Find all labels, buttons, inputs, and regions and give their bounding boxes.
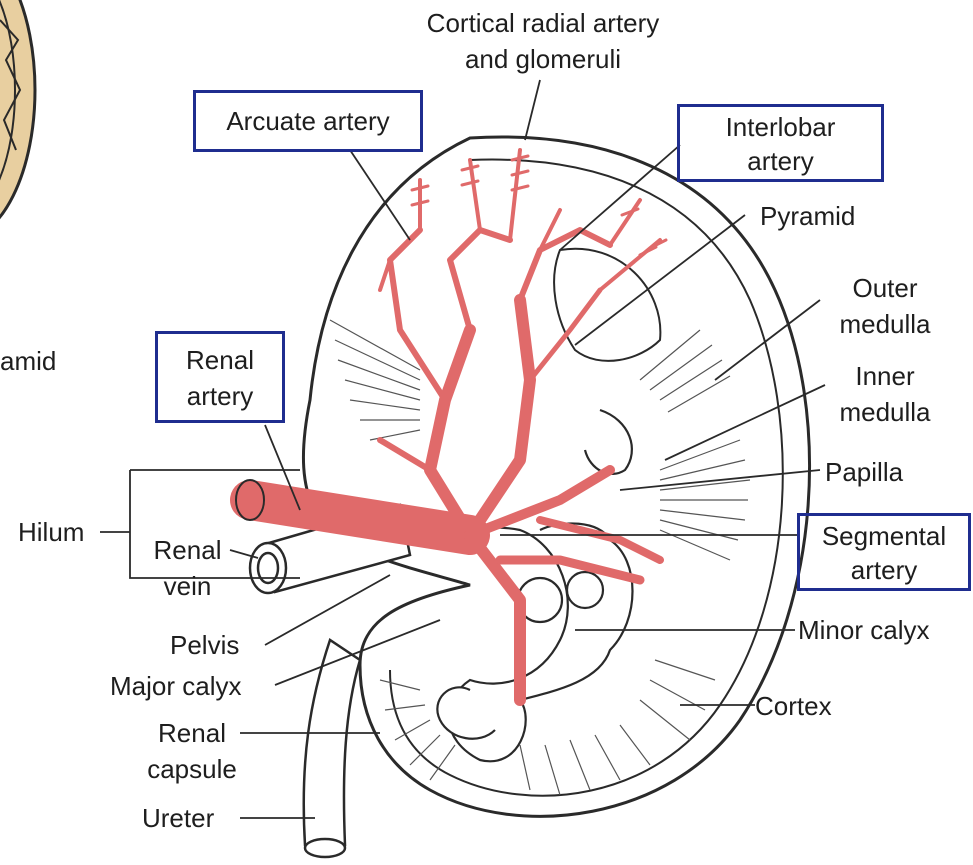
label-pyramid-partial: amid bbox=[0, 343, 56, 379]
label-major-calyx: Major calyx bbox=[110, 668, 241, 704]
label-cortical-radial-artery: Cortical radial artery and glomeruli bbox=[393, 5, 693, 77]
seal-partial bbox=[0, 0, 35, 240]
label-pelvis: Pelvis bbox=[170, 627, 239, 663]
label-segmental-artery: Segmental artery bbox=[797, 513, 971, 591]
label-cortex: Cortex bbox=[755, 688, 832, 724]
label-arcuate-artery: Arcuate artery bbox=[193, 90, 423, 152]
label-outer-medulla: Outer medulla bbox=[820, 270, 950, 342]
label-renal-capsule: Renal capsule bbox=[132, 715, 252, 787]
label-pyramid: Pyramid bbox=[760, 198, 855, 234]
label-renal-artery: Renal artery bbox=[155, 331, 285, 423]
label-inner-medulla: Inner medulla bbox=[820, 358, 950, 430]
label-ureter: Ureter bbox=[142, 800, 214, 836]
label-renal-vein: Renal vein bbox=[140, 532, 235, 604]
ureter-tube bbox=[304, 640, 360, 857]
label-hilum: Hilum bbox=[18, 514, 84, 550]
label-minor-calyx: Minor calyx bbox=[798, 612, 929, 648]
label-papilla: Papilla bbox=[825, 454, 903, 490]
label-interlobar-artery: Interlobar artery bbox=[677, 104, 884, 182]
